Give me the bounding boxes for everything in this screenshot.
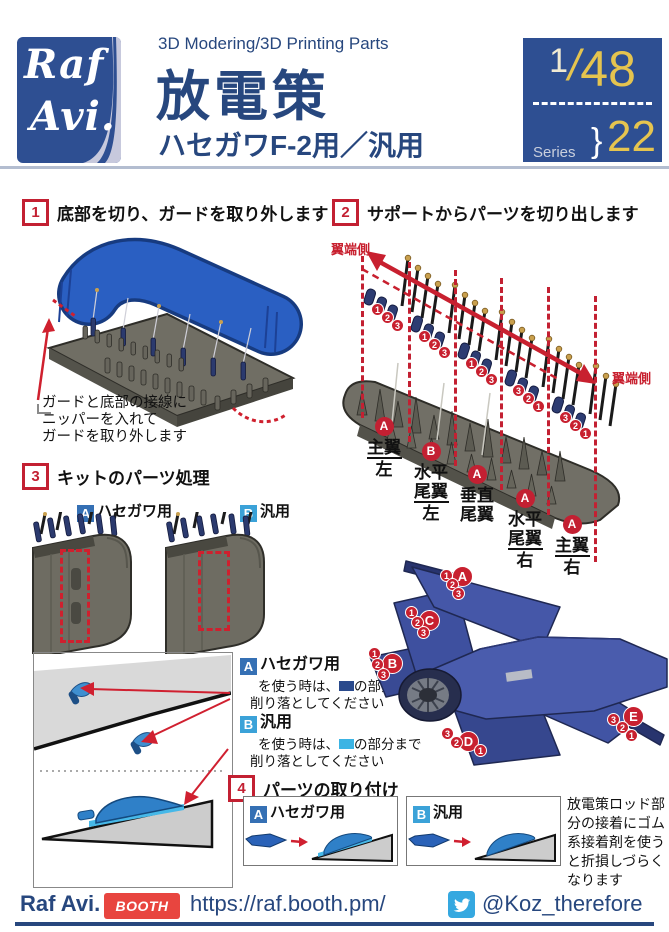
attach-b-badge: B [413, 806, 430, 823]
aircraft-part-number: 1 [474, 744, 487, 757]
aircraft-part-number: 1 [625, 729, 638, 742]
attach-a-diagram [245, 833, 393, 863]
cut-line [408, 262, 411, 442]
twitter-handle[interactable]: @Koz_therefore [482, 891, 643, 916]
wingtip-label-right: 翼端側 [612, 371, 652, 386]
cut-zone-a [60, 549, 90, 643]
part-number: 3 [512, 384, 525, 397]
group-label-vstab: A 垂直 尾翼 [460, 465, 494, 524]
step1-guard-illustration [36, 237, 303, 427]
part-number: 2 [381, 311, 394, 324]
cut-line [594, 296, 597, 562]
scale-divider [533, 102, 652, 105]
aircraft-part-number: 3 [417, 626, 430, 639]
step1-header: 1 底部を切り、ガードを取り外します [22, 199, 328, 226]
aircraft-part-number: 3 [452, 587, 465, 600]
part-number: 2 [522, 392, 535, 405]
step1-callout: ガードと底部の接線に ニッパーを入れて ガードを取り外します [42, 395, 187, 445]
series-label: Series [533, 144, 576, 161]
aircraft-part-number: 2 [371, 658, 384, 671]
wingtip-label-left: 翼端側 [331, 242, 371, 257]
group-letter-badge: A [374, 417, 394, 436]
trim-diagram-box [33, 652, 233, 888]
step1-title: 底部を切り、ガードを取り外します [57, 205, 329, 224]
cut-line [361, 256, 364, 418]
step3-guards-illustration [32, 512, 265, 654]
attach-a-badge: A [250, 806, 267, 823]
aircraft-part-number: 1 [368, 647, 381, 660]
series-brace: } [591, 122, 603, 160]
cut-line [454, 270, 457, 466]
header-divider [0, 166, 669, 169]
part-number: 3 [485, 373, 498, 386]
tagline: 3D Modering/3D Printing Parts [158, 34, 389, 53]
part-number: 1 [418, 330, 431, 343]
footer-divider [15, 922, 654, 926]
step2-number: 2 [332, 199, 359, 226]
part-number: 3 [559, 411, 572, 424]
group-letter-badge: A [515, 489, 535, 508]
step3-title: キットのパーツ処理 [57, 469, 210, 488]
group-label-hstab-right: A 水平 尾翼 右 [507, 489, 543, 570]
aircraft-part-number: 3 [377, 668, 390, 681]
cut-line [547, 287, 550, 515]
shop-url[interactable]: https://raf.booth.pm/ [190, 891, 386, 916]
aircraft-marker-E: E [623, 706, 644, 727]
group-label-main-wing-left: A 主翼 左 [366, 417, 402, 479]
generic-color-swatch [339, 739, 354, 749]
part-number: 2 [569, 419, 582, 432]
part-number: 2 [428, 338, 441, 351]
trim-diagram [33, 655, 232, 849]
step3-header: 3 キットのパーツ処理 [22, 463, 210, 490]
group-letter-badge: A [467, 465, 487, 484]
step4-title: パーツの取り付け [263, 781, 399, 800]
cut-line [500, 278, 503, 490]
scale-label: 1/48 [549, 41, 636, 97]
adhesive-note: 放電策ロッド部 分の接着にゴム 系接着剤を使う と折損しづらく なります [567, 796, 665, 888]
part-number: 2 [475, 365, 488, 378]
group-label-hstab-left: B 水平 尾翼 左 [413, 442, 449, 523]
group-letter-badge: A [562, 515, 582, 534]
scale-series-box: 1/48 Series } 22 [523, 38, 662, 162]
footer-brand: Raf Avi. [20, 891, 101, 916]
note-b-badge: B [240, 716, 257, 733]
note-a-badge: A [240, 658, 257, 675]
attach-b-diagram [408, 833, 556, 863]
part-number: 3 [391, 319, 404, 332]
series-number: 22 [607, 112, 656, 161]
hasegawa-color-swatch [339, 681, 354, 691]
step1-number: 1 [22, 199, 49, 226]
logo-text: Raf Avi. [24, 41, 116, 140]
page-title: 放電策 [156, 67, 330, 127]
cut-zone-b [198, 551, 230, 631]
logo-swoosh [83, 37, 121, 163]
brand-logo: Raf Avi. [17, 37, 121, 163]
aircraft-part-number: 3 [441, 727, 454, 740]
twitter-icon[interactable] [448, 891, 475, 918]
part-number: 1 [465, 357, 478, 370]
step3-number: 3 [22, 463, 49, 490]
part-number: 3 [438, 346, 451, 359]
part-number: 1 [579, 427, 592, 440]
step2-header: 2 サポートからパーツを切り出します [332, 199, 639, 226]
aircraft-part-number: 2 [450, 736, 463, 749]
part-number: 1 [371, 303, 384, 316]
twitter-bird-icon [453, 898, 471, 912]
aircraft-illustration [369, 560, 668, 766]
group-label-main-wing-right: A 主翼 右 [554, 515, 590, 577]
group-letter-badge: B [421, 442, 441, 461]
booth-badge[interactable]: BOOTH [104, 893, 180, 919]
part-number: 1 [532, 400, 545, 413]
step2-title: サポートからパーツを切り出します [367, 205, 639, 224]
page-subtitle: ハセガワF-2用／汎用 [158, 130, 425, 161]
